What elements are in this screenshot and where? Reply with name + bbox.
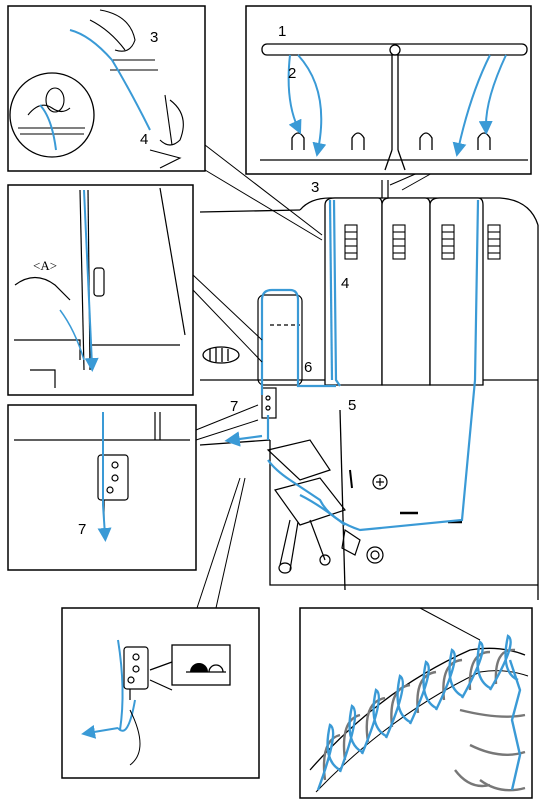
guide-post — [382, 180, 388, 198]
label-main-6: 6 — [304, 359, 312, 376]
overlock-stitch-sample — [300, 608, 532, 798]
label-main-3: 3 — [311, 179, 319, 196]
inset-needle-7: 7 — [8, 405, 196, 570]
inset-lever: <A> — [8, 185, 193, 395]
lever-a-label: <A> — [33, 258, 57, 273]
inset-bottom-left — [62, 608, 259, 778]
looper-threading-symbol-icon — [172, 645, 230, 685]
label-main-5: 5 — [348, 397, 356, 414]
label-main-7: 7 — [230, 398, 238, 415]
label-main-4: 4 — [341, 275, 349, 292]
label-inset-topleft-4: 4 — [140, 131, 148, 148]
inset-top-left: 3 4 — [8, 6, 205, 171]
inset-top-right: 1 2 — [246, 6, 531, 174]
label-guide-1: 1 — [278, 23, 286, 40]
label-inset-topleft-3: 3 — [150, 29, 158, 46]
label-guide-2: 2 — [288, 65, 296, 82]
label-inset-looper-7: 7 — [78, 521, 86, 538]
